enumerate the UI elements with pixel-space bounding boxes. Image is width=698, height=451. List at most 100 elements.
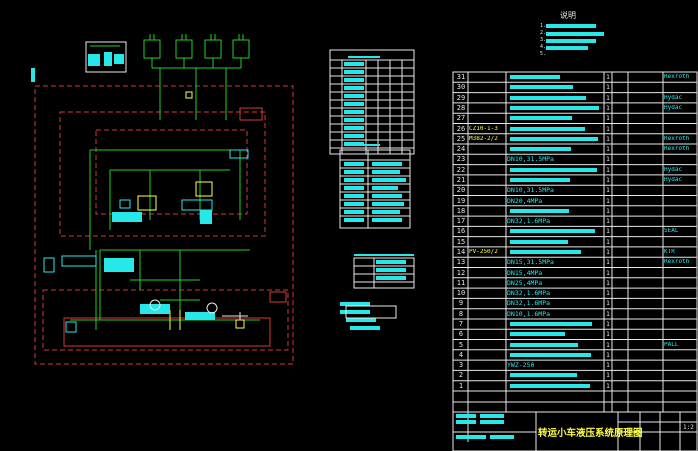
bom-row-name-bar <box>510 75 560 79</box>
bom-row-name-bar <box>510 373 577 378</box>
bom-row-number: 13 <box>456 258 466 267</box>
cylinder-legend-box <box>85 41 127 73</box>
bom-row-number: 31 <box>456 73 466 81</box>
bom-row-qty: 1 <box>606 175 610 184</box>
bom-row-qty: 1 <box>606 155 610 164</box>
bom-row-qty: 1 <box>606 247 610 256</box>
bom-row-code: M382-2/2 <box>469 135 498 142</box>
bom-row-maker: Rexroth <box>664 135 690 142</box>
bom-row-qty: 1 <box>606 134 610 143</box>
bom-row-maker: Rexroth <box>664 146 690 152</box>
bom-row-name: DN10,31.5MPa <box>507 156 554 163</box>
bom-row-number: 1 <box>458 381 464 390</box>
bom-row-number: 25 <box>456 134 466 143</box>
notes-bars <box>546 24 604 50</box>
bom-row-number: 20 <box>456 186 466 195</box>
notes-line-1: 1. <box>540 23 547 29</box>
bom-row-name: DN25,4MPa <box>507 279 543 287</box>
bom-row-qty: 1 <box>606 73 610 81</box>
top-cylinders <box>143 34 250 80</box>
bom-row-number: 24 <box>456 145 466 153</box>
bom-row-qty: 1 <box>606 227 610 236</box>
bom-row-number: 12 <box>456 268 466 277</box>
bom-row-number: 5 <box>458 340 464 349</box>
bom-row-qty: 1 <box>606 83 610 92</box>
bom-row-number: 19 <box>456 196 466 205</box>
bom-row-name: DN20,4MPa <box>507 197 543 204</box>
drawing-scale: 1:2 <box>683 424 694 431</box>
bom-row-code: PV-250/2 <box>469 248 498 255</box>
bom-row-maker: SEAL <box>664 228 679 235</box>
bom-row-name: DN10,31.5MPa <box>507 187 554 194</box>
bom-row-number: 28 <box>456 103 466 112</box>
bom-row-name: DN32,1.6MPa <box>507 218 551 225</box>
bom-row-qty: 1 <box>606 165 610 174</box>
bom-row-maker: Rexroth <box>664 74 690 80</box>
bom-row-name-bar <box>510 322 592 326</box>
bom-grid <box>452 71 698 451</box>
bom-row-number: 17 <box>456 217 466 226</box>
bom-row-number: 9 <box>458 299 464 308</box>
bom-row-qty: 1 <box>606 258 610 267</box>
bom-row-number: 29 <box>456 93 466 102</box>
bom-row-name: DN32,1.6MPa <box>507 290 551 297</box>
bom-row-name-bar <box>510 342 578 347</box>
bom-row-maker: Hydac <box>664 176 683 183</box>
bom-row-qty: 1 <box>606 103 610 112</box>
bom-row-maker: Rexroth <box>664 259 690 266</box>
bom-row-qty: 1 <box>606 289 610 298</box>
bom-row-number: 26 <box>456 124 466 133</box>
bom-row-name-bar <box>510 105 599 110</box>
bom-row-name-bar <box>510 95 586 100</box>
bom-row-number: 4 <box>458 350 464 359</box>
bom-row-qty: 1 <box>606 186 610 195</box>
bom-row-maker: Hydac <box>664 104 683 111</box>
bom-row-qty: 1 <box>606 350 610 359</box>
bom-row-number: 15 <box>456 237 466 246</box>
middle-tables <box>329 49 415 330</box>
bom-row-name-bar <box>510 167 597 172</box>
bom-row-name-bar <box>510 332 565 337</box>
bom-row-maker: Hydac <box>664 94 683 101</box>
bom-row-name-bar <box>510 208 569 213</box>
bom-row-name-bar <box>510 249 581 254</box>
bom-row-number: 2 <box>458 371 464 380</box>
bom-row-maker: PALL <box>664 341 679 348</box>
bom-row-name: YWZ-250 <box>507 362 535 369</box>
bom-row-number: 18 <box>456 206 466 215</box>
bom-row-qty: 1 <box>606 340 610 349</box>
bom-row-qty: 1 <box>606 330 610 339</box>
bom-row-number: 14 <box>456 247 466 256</box>
bom-row-qty: 1 <box>606 217 610 226</box>
cyan-valves <box>43 149 249 333</box>
bom-row-qty: 1 <box>606 278 610 287</box>
bom-row-qty: 1 <box>606 206 610 215</box>
bom-row-qty: 1 <box>606 114 610 123</box>
bom-row-maker: KTR <box>664 248 675 255</box>
bom-row-name-bar <box>510 239 568 244</box>
bom-row-name-bar <box>510 229 595 234</box>
notes-line-3: 3. <box>540 37 547 43</box>
bom-row-number: 11 <box>456 278 466 287</box>
bom-row-number: 22 <box>456 165 466 174</box>
yellow-components <box>137 91 245 330</box>
bom-row-name: DN10,1.6MPa <box>507 310 551 318</box>
bom-row-number: 7 <box>458 320 464 328</box>
bom-row-qty: 1 <box>606 196 610 205</box>
bom-row-qty: 1 <box>606 145 610 153</box>
notes-line-2: 2. <box>540 30 547 36</box>
bom-row-qty: 1 <box>606 268 610 277</box>
hydraulic-schematic <box>31 34 294 365</box>
bom-row-name-bar <box>510 126 585 131</box>
notes-title: 说明 <box>560 11 576 20</box>
bom-row-qty: 1 <box>606 361 610 370</box>
bom-row-name: DN32,1.6MPa <box>507 300 551 307</box>
notes-line-5: 5. <box>540 51 547 57</box>
bom-row-name-bar <box>510 85 573 90</box>
bom-row-name-bar <box>510 177 570 182</box>
bom-row-name: DN15,4MPa <box>507 269 543 276</box>
bom-row-name-bar <box>510 116 572 121</box>
title-block-marks <box>456 414 514 439</box>
bom-row-number: 10 <box>456 289 466 298</box>
bom-row-maker: Hydac <box>664 166 683 173</box>
